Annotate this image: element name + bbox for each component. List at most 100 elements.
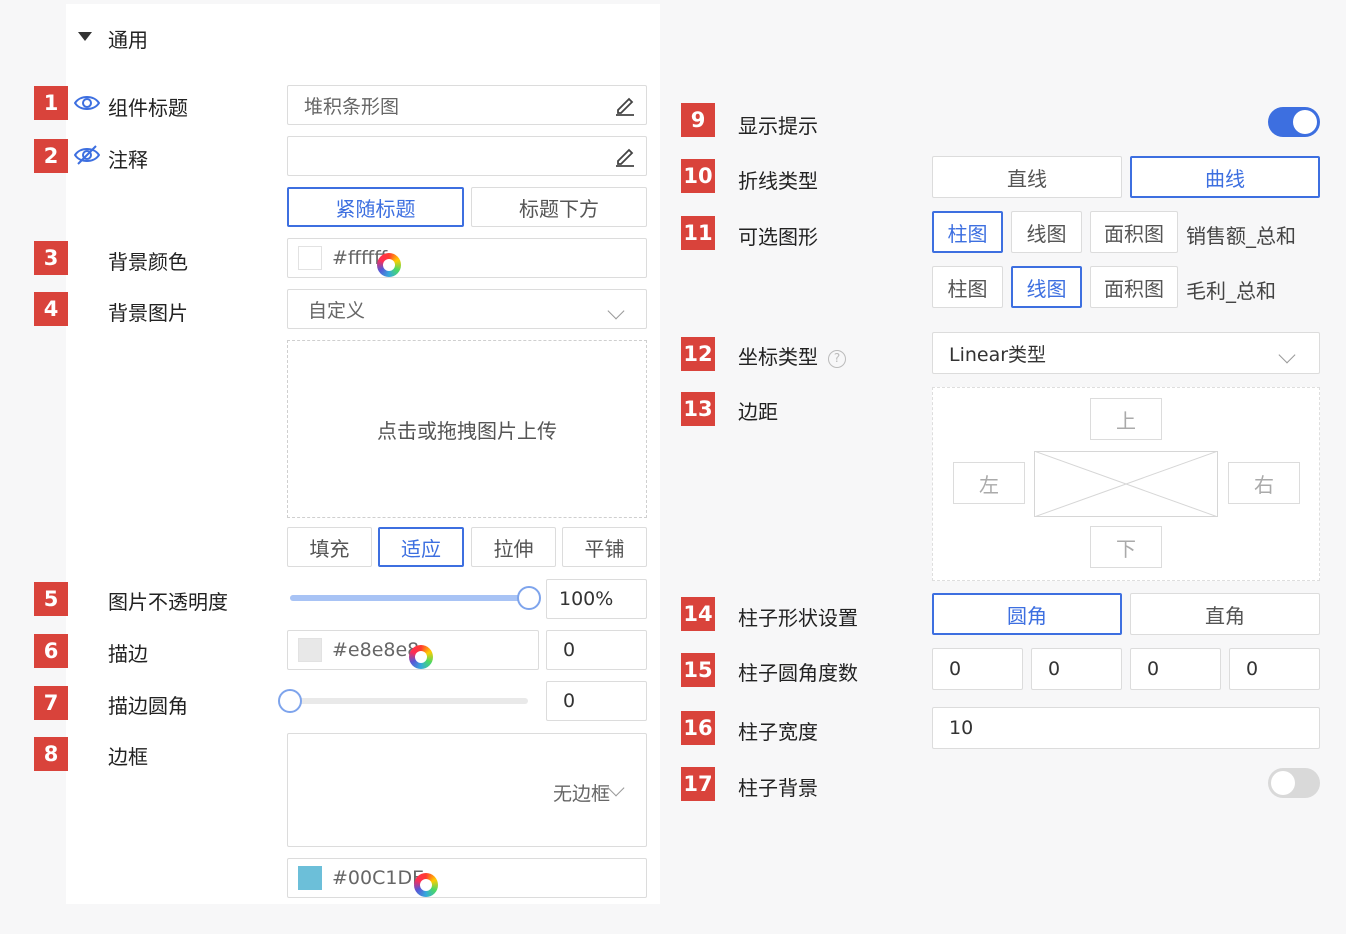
opacity-input[interactable]: 100% — [546, 579, 647, 619]
stroke-width-input[interactable]: 0 — [546, 630, 647, 670]
color-wheel-icon[interactable] — [377, 253, 402, 277]
axis-type-select[interactable]: Linear类型 — [932, 332, 1320, 374]
line-straight-button[interactable]: 直线 — [932, 156, 1122, 198]
badge-2: 2 — [34, 139, 68, 173]
border-value: 无边框 — [552, 783, 610, 805]
stroke-color-input[interactable]: #e8e8e8 — [287, 630, 539, 670]
stroke-width-value: 0 — [563, 639, 576, 661]
stroke-color-swatch — [298, 638, 322, 662]
row2-line-button[interactable]: 线图 — [1011, 266, 1082, 308]
title-label: 组件标题 — [108, 96, 188, 120]
stroke-radius-value: 0 — [563, 690, 576, 712]
note-input[interactable] — [287, 136, 647, 176]
badge-6: 6 — [34, 634, 68, 668]
bar-radius-input-3[interactable]: 0 — [1130, 648, 1221, 690]
border-label: 边框 — [108, 745, 148, 769]
section-header[interactable]: 通用 — [66, 4, 660, 70]
title-input[interactable]: 堆积条形图 — [287, 85, 647, 125]
margin-right-input[interactable]: 右 — [1228, 462, 1300, 504]
eye-off-icon[interactable] — [74, 144, 100, 166]
margin-top-input[interactable]: 上 — [1090, 398, 1162, 440]
bar-bg-toggle[interactable] — [1268, 768, 1320, 798]
help-icon[interactable]: ? — [828, 349, 846, 368]
radius-slider-handle[interactable] — [278, 689, 302, 713]
bar-radius-input-2[interactable]: 0 — [1031, 648, 1122, 690]
row1-series-label: 销售额_总和 — [1186, 224, 1296, 248]
bar-shape-label: 柱子形状设置 — [738, 606, 858, 630]
fit-stretch-button[interactable]: 拉伸 — [471, 527, 556, 567]
opacity-slider-handle[interactable] — [517, 586, 541, 610]
tooltip-label: 显示提示 — [738, 114, 818, 138]
stroke-color-value: #e8e8e8 — [332, 639, 420, 661]
bar-width-input[interactable]: 10 — [932, 707, 1320, 749]
bar-radius-value-2: 0 — [1048, 658, 1061, 680]
bg-color-label: 背景颜色 — [108, 250, 188, 274]
margin-left-input[interactable]: 左 — [953, 462, 1025, 504]
bar-radius-label: 柱子圆角度数 — [738, 661, 858, 685]
image-upload-area[interactable]: 点击或拖拽图片上传 — [287, 340, 647, 518]
bg-image-select[interactable]: 自定义 — [287, 289, 647, 329]
section-title: 通用 — [108, 28, 148, 52]
bg-color-value: #ffffff — [332, 247, 388, 269]
title-input-value: 堆积条形图 — [304, 95, 400, 118]
color-wheel-icon[interactable] — [409, 645, 434, 669]
row2-area-button[interactable]: 面积图 — [1090, 266, 1178, 308]
badge-1: 1 — [34, 86, 68, 120]
note-label: 注释 — [108, 148, 148, 172]
chart-preview-placeholder — [1034, 451, 1218, 517]
bar-radius-input-1[interactable]: 0 — [932, 648, 1023, 690]
eye-icon[interactable] — [74, 93, 100, 113]
stroke-radius-label: 描边圆角 — [108, 694, 188, 718]
bar-shape-square-button[interactable]: 直角 — [1130, 593, 1320, 635]
note-pos-follow-button[interactable]: 紧随标题 — [287, 187, 464, 227]
radius-slider-track[interactable] — [290, 698, 528, 704]
edit-icon[interactable] — [614, 145, 636, 167]
bar-width-value: 10 — [949, 717, 974, 739]
axis-type-label-wrap: 坐标类型? — [738, 341, 846, 370]
opacity-label: 图片不透明度 — [108, 590, 228, 614]
margin-bottom-input[interactable]: 下 — [1090, 526, 1162, 568]
badge-9: 9 — [681, 103, 715, 137]
axis-type-value: Linear类型 — [949, 343, 1047, 366]
bg-color-swatch — [298, 246, 322, 270]
badge-7: 7 — [34, 686, 68, 720]
badge-16: 16 — [681, 711, 715, 745]
bar-radius-input-4[interactable]: 0 — [1229, 648, 1320, 690]
border-select[interactable]: 无边框 — [287, 733, 647, 847]
tooltip-toggle[interactable] — [1268, 107, 1320, 137]
row1-area-button[interactable]: 面积图 — [1090, 211, 1178, 253]
chevron-down-icon — [607, 779, 625, 797]
line-curve-button[interactable]: 曲线 — [1130, 156, 1320, 198]
badge-10: 10 — [681, 159, 715, 193]
row2-bar-button[interactable]: 柱图 — [932, 266, 1003, 308]
edit-icon[interactable] — [614, 94, 636, 116]
fit-contain-button[interactable]: 适应 — [378, 527, 464, 567]
bar-shape-rounded-button[interactable]: 圆角 — [932, 593, 1122, 635]
bar-width-label: 柱子宽度 — [738, 720, 818, 744]
row1-bar-button[interactable]: 柱图 — [932, 211, 1003, 253]
axis-type-label: 坐标类型 — [738, 345, 818, 369]
bar-radius-value-4: 0 — [1246, 658, 1259, 680]
collapse-triangle-icon[interactable] — [78, 32, 92, 41]
border-color-input[interactable]: #00C1DE — [287, 858, 647, 898]
opacity-slider-fill — [290, 595, 528, 601]
margin-label: 边距 — [738, 400, 778, 424]
badge-15: 15 — [681, 653, 715, 687]
bar-bg-label: 柱子背景 — [738, 776, 818, 800]
badge-12: 12 — [681, 337, 715, 371]
badge-4: 4 — [34, 292, 68, 326]
bg-color-input[interactable]: #ffffff — [287, 238, 647, 278]
fit-tile-button[interactable]: 平铺 — [562, 527, 647, 567]
stroke-radius-input[interactable]: 0 — [546, 681, 647, 721]
row1-line-button[interactable]: 线图 — [1011, 211, 1082, 253]
upload-text: 点击或拖拽图片上传 — [377, 418, 557, 443]
fit-fill-button[interactable]: 填充 — [287, 527, 372, 567]
badge-11: 11 — [681, 216, 715, 250]
note-pos-below-button[interactable]: 标题下方 — [471, 187, 647, 227]
badge-5: 5 — [34, 582, 68, 616]
badge-17: 17 — [681, 767, 715, 801]
color-wheel-icon[interactable] — [414, 873, 439, 897]
badge-13: 13 — [681, 392, 715, 426]
row2-series-label: 毛利_总和 — [1186, 279, 1276, 303]
bar-radius-value-3: 0 — [1147, 658, 1160, 680]
